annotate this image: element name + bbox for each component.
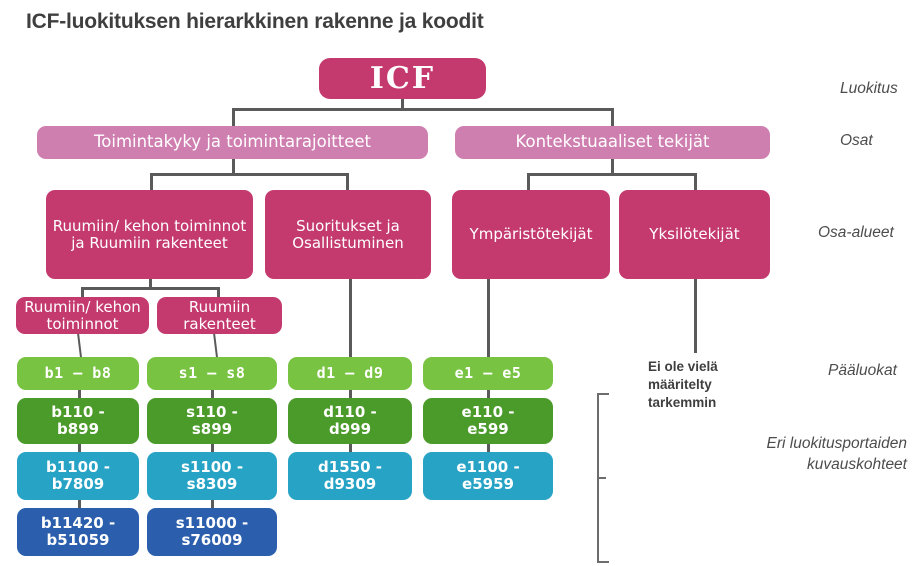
connector-e2-e3 xyxy=(487,443,490,453)
node-code-b4[interactable]: b11420 - b51059 xyxy=(17,508,139,556)
connector-sub2-to-s1 xyxy=(213,332,219,359)
note-not-yet-defined: Ei ole vielä määritelty tarkemmin xyxy=(648,359,718,410)
node-code-b4-label: b11420 - b51059 xyxy=(40,514,116,549)
node-code-b2[interactable]: b110 - b899 xyxy=(17,398,139,444)
node-part-toimintakyky-label: Toimintakyky ja toimintarajoitteet xyxy=(93,132,371,152)
caption-luokitus: Luokitus xyxy=(840,80,898,97)
connector-sub1-to-b1 xyxy=(77,332,83,359)
node-code-e1[interactable]: e1 – e5 xyxy=(423,357,553,390)
node-code-s2[interactable]: s110 - s899 xyxy=(147,398,277,444)
node-component-4-label: Yksilötekijät xyxy=(649,225,740,244)
node-component-yksilotekijat[interactable]: Yksilötekijät xyxy=(619,190,770,279)
node-code-s3[interactable]: s1100 - s8309 xyxy=(147,452,277,500)
connector-e1-e2 xyxy=(487,389,490,399)
connector-icf-to-part1 xyxy=(232,108,235,127)
connector-d2-d3 xyxy=(349,443,352,453)
node-code-s3-label: s1100 - s8309 xyxy=(180,458,244,493)
node-code-b1[interactable]: b1 – b8 xyxy=(17,357,139,390)
node-code-d1[interactable]: d1 – d9 xyxy=(288,357,412,390)
node-component-ruumiin-kehon-toiminnot-rakenteet[interactable]: Ruumiin/ kehon toiminnot ja Ruumiin rake… xyxy=(46,190,253,279)
connector-part1-to-comp1 xyxy=(150,173,153,191)
caption-osat: Osat xyxy=(840,132,873,149)
node-code-d3-label: d1550 - d9309 xyxy=(318,458,382,493)
node-code-b3[interactable]: b1100 - b7809 xyxy=(17,452,139,500)
node-component-1-label: Ruumiin/ kehon toiminnot ja Ruumiin rake… xyxy=(52,216,247,252)
node-code-e2-label: e110 - e599 xyxy=(461,403,515,438)
connector-part2-to-comp4 xyxy=(694,173,697,191)
node-code-d3[interactable]: d1550 - d9309 xyxy=(288,452,412,500)
node-code-e3[interactable]: e1100 - e5959 xyxy=(423,452,553,500)
node-component-3-label: Ympäristötekijät xyxy=(469,225,593,244)
connector-b1-b2 xyxy=(78,389,81,399)
node-component-2-label: Suoritukset ja Osallistuminen xyxy=(292,216,404,252)
connector-part2-stem xyxy=(611,158,614,175)
node-code-e2[interactable]: e110 - e599 xyxy=(423,398,553,444)
caption-osa-alueet: Osa-alueet xyxy=(818,224,894,241)
connector-comp2-to-d1 xyxy=(349,278,352,358)
node-code-d2-label: d110 - d999 xyxy=(323,403,377,438)
caption-eri-luokitusportaiden-kuvauskohteet: Eri luokitusportaiden kuvauskohteet xyxy=(766,435,907,473)
node-code-d2[interactable]: d110 - d999 xyxy=(288,398,412,444)
connector-part2-bar xyxy=(527,173,696,176)
node-code-b1-label: b1 – b8 xyxy=(44,364,112,383)
node-code-s4-label: s11000 - s76009 xyxy=(175,514,249,549)
node-part-kontekstuaaliset[interactable]: Kontekstuaaliset tekijät xyxy=(455,126,770,159)
connector-s2-s3 xyxy=(211,443,214,453)
connector-part2-to-comp3 xyxy=(527,173,530,191)
node-code-d1-label: d1 – d9 xyxy=(316,364,384,383)
level-bracket-tick xyxy=(597,477,606,480)
connector-icf-stem xyxy=(401,98,404,110)
node-icf[interactable]: ICF xyxy=(319,58,486,99)
connector-comp1-stem xyxy=(149,278,152,289)
connector-icf-to-part2 xyxy=(611,108,614,127)
node-code-e3-label: e1100 - e5959 xyxy=(456,458,520,493)
connector-comp1-to-sub2 xyxy=(217,287,220,298)
node-code-s1-label: s1 – s8 xyxy=(178,364,246,383)
connector-s3-s4 xyxy=(211,499,214,509)
connector-icf-bar xyxy=(232,108,613,111)
node-component-ymparistotekijat[interactable]: Ympäristötekijät xyxy=(452,190,610,279)
node-subcomponent-ruumiin-rakenteet[interactable]: Ruumiin rakenteet xyxy=(157,297,282,334)
node-code-s4[interactable]: s11000 - s76009 xyxy=(147,508,277,556)
node-code-s2-label: s110 - s899 xyxy=(186,403,238,438)
connector-comp4-stem xyxy=(694,278,697,353)
connector-s1-s2 xyxy=(211,389,214,399)
node-code-e1-label: e1 – e5 xyxy=(454,364,522,383)
connector-part1-stem xyxy=(232,158,235,175)
node-part-kontekstuaaliset-label: Kontekstuaaliset tekijät xyxy=(515,132,710,152)
connector-b2-b3 xyxy=(78,443,81,453)
node-subcomponent-ruumiin-kehon-toiminnot[interactable]: Ruumiin/ kehon toiminnot xyxy=(16,297,149,334)
node-code-s1[interactable]: s1 – s8 xyxy=(147,357,277,390)
connector-part1-bar xyxy=(150,173,348,176)
node-subcomponent-1-label: Ruumiin/ kehon toiminnot xyxy=(24,297,141,333)
page-title: ICF-luokituksen hierarkkinen rakenne ja … xyxy=(26,10,484,33)
caption-paaluokat: Pääluokat xyxy=(828,362,897,379)
connector-comp3-to-e1 xyxy=(487,278,490,358)
node-part-toimintakyky[interactable]: Toimintakyky ja toimintarajoitteet xyxy=(37,126,428,159)
connector-d1-d2 xyxy=(349,389,352,399)
connector-part1-to-comp2 xyxy=(346,173,349,191)
node-component-suoritukset-osallistuminen[interactable]: Suoritukset ja Osallistuminen xyxy=(265,190,431,279)
node-code-b3-label: b1100 - b7809 xyxy=(46,458,110,493)
node-code-b2-label: b110 - b899 xyxy=(51,403,105,438)
node-icf-label: ICF xyxy=(369,60,436,96)
connector-comp1-bar xyxy=(81,287,219,290)
connector-comp1-to-sub1 xyxy=(81,287,84,298)
connector-b3-b4 xyxy=(78,499,81,509)
node-subcomponent-2-label: Ruumiin rakenteet xyxy=(183,297,256,333)
